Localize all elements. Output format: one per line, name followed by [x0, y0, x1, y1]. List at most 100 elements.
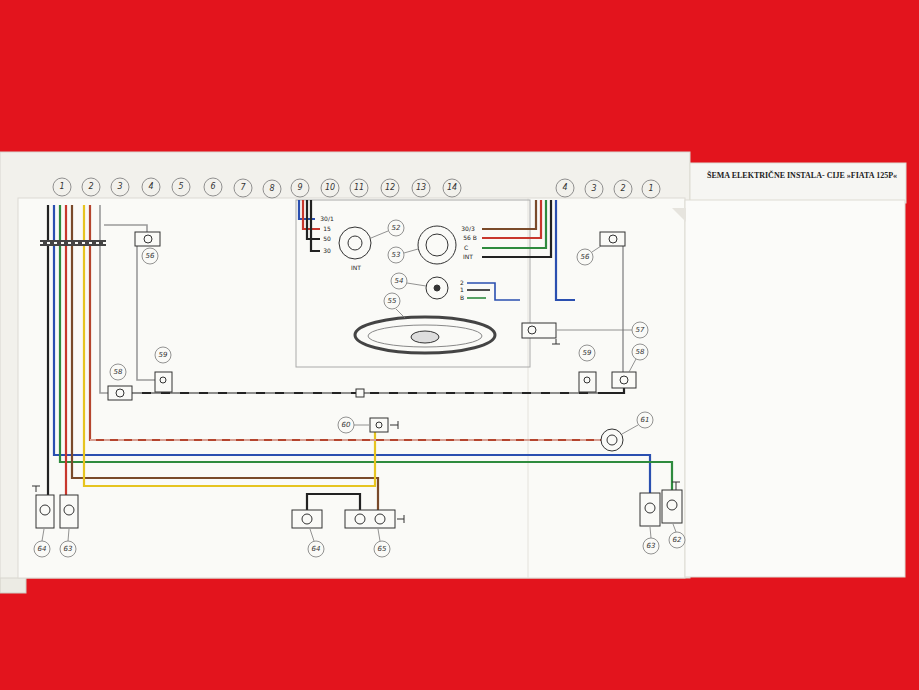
callout-number: 61 — [640, 417, 651, 424]
callout-circle — [374, 541, 390, 557]
wire-stripe — [90, 440, 601, 441]
leader-line — [592, 246, 601, 252]
fold-corner — [672, 208, 686, 222]
rear-lamp — [667, 500, 677, 510]
column-circle — [291, 179, 309, 197]
connector — [356, 389, 364, 397]
lamp-box — [522, 323, 556, 338]
callout-number: 60 — [341, 422, 352, 429]
terminal-label: 50 — [322, 236, 332, 242]
leader-line — [42, 529, 44, 541]
callout-number: 64 — [37, 546, 48, 553]
steering-hub — [411, 331, 439, 343]
callout-circle — [338, 417, 354, 433]
callout-circle — [60, 541, 76, 557]
wire-blue — [467, 283, 520, 300]
wire-brown — [72, 205, 378, 510]
diagram-title: ŠEMA ELEKTRIČNE INSTALA- CIJE »FIATA 125… — [702, 171, 902, 181]
column-number: 3 — [116, 183, 123, 191]
wire-grey — [100, 205, 108, 393]
diagram-sheet — [18, 198, 685, 578]
column-number: 4 — [561, 184, 568, 192]
plate-lamp — [375, 514, 385, 524]
horn — [607, 435, 617, 445]
column-circle — [443, 179, 461, 197]
wire-green — [60, 205, 672, 490]
rear-lamp — [640, 493, 660, 526]
lamp-symbol — [620, 376, 628, 384]
callout-number: 63 — [63, 546, 74, 553]
rear-lamp — [662, 490, 682, 523]
lamp-symbol — [108, 386, 132, 400]
plate-lamp — [355, 514, 365, 524]
door-switch — [155, 372, 172, 392]
wire-blue — [556, 200, 575, 300]
horn — [601, 429, 623, 451]
column-circles — [53, 178, 660, 198]
combination-switch — [418, 226, 456, 264]
column-circle — [614, 180, 632, 198]
rear-lamp — [64, 505, 74, 515]
callout-circle — [632, 344, 648, 360]
wire-stripe — [132, 393, 598, 394]
column-circle — [53, 178, 71, 196]
column-number: 2 — [619, 185, 626, 193]
callout-circle — [577, 249, 593, 265]
column-number: 1 — [58, 183, 65, 191]
ground-symbol — [390, 421, 398, 429]
callout-number: 58 — [635, 349, 646, 356]
leader-lines — [42, 231, 676, 541]
column-number: 14 — [446, 184, 458, 192]
ground-symbol — [32, 486, 40, 492]
lamp-symbol — [135, 232, 160, 246]
leader-line — [396, 309, 405, 318]
wire-black — [307, 200, 320, 239]
door-switch — [584, 377, 590, 383]
callout-number: 63 — [646, 543, 657, 550]
fold-line — [528, 198, 529, 578]
blank-sheet — [685, 200, 905, 577]
wire-yellow — [84, 205, 375, 486]
callout-circle — [388, 220, 404, 236]
callout-number: 59 — [158, 352, 169, 359]
callout-circle — [579, 345, 595, 361]
callout-circles — [34, 220, 685, 557]
connector-block — [40, 242, 106, 244]
terminal-label: 1 — [459, 287, 465, 293]
leader-line — [404, 249, 418, 253]
column-circle — [412, 179, 430, 197]
callout-number: 54 — [394, 278, 405, 285]
wire-red — [65, 205, 67, 495]
rear-lamp — [40, 505, 50, 515]
terminal-label: C — [463, 245, 469, 251]
terminal-label: 30/1 — [319, 216, 334, 222]
terminal-label: 56 B — [462, 235, 478, 241]
column-number: 12 — [384, 184, 396, 192]
callout-circle — [388, 247, 404, 263]
column-circle — [204, 178, 222, 196]
wire-black — [598, 388, 624, 393]
leader-line — [354, 425, 369, 426]
leader-line — [650, 527, 651, 538]
column-circle — [556, 179, 574, 197]
callout-number: 57 — [635, 327, 646, 334]
ground-symbol — [397, 515, 404, 523]
lamp-symbol — [609, 235, 617, 243]
column-circle — [381, 179, 399, 197]
leader-line — [622, 425, 638, 434]
plate-lamp — [345, 510, 395, 528]
wire-blue — [54, 205, 650, 493]
rear-lamp — [60, 495, 78, 528]
wire-brown — [482, 200, 536, 229]
leader-line — [371, 231, 388, 238]
callout-circle — [391, 273, 407, 289]
plate-lamp — [292, 510, 322, 528]
callout-circle — [669, 532, 685, 548]
terminal-label: INT — [350, 265, 362, 271]
dashboard-outline — [296, 200, 530, 367]
lamp-symbol — [612, 372, 636, 388]
column-circle — [234, 179, 252, 197]
terminal-label: B — [459, 295, 465, 301]
